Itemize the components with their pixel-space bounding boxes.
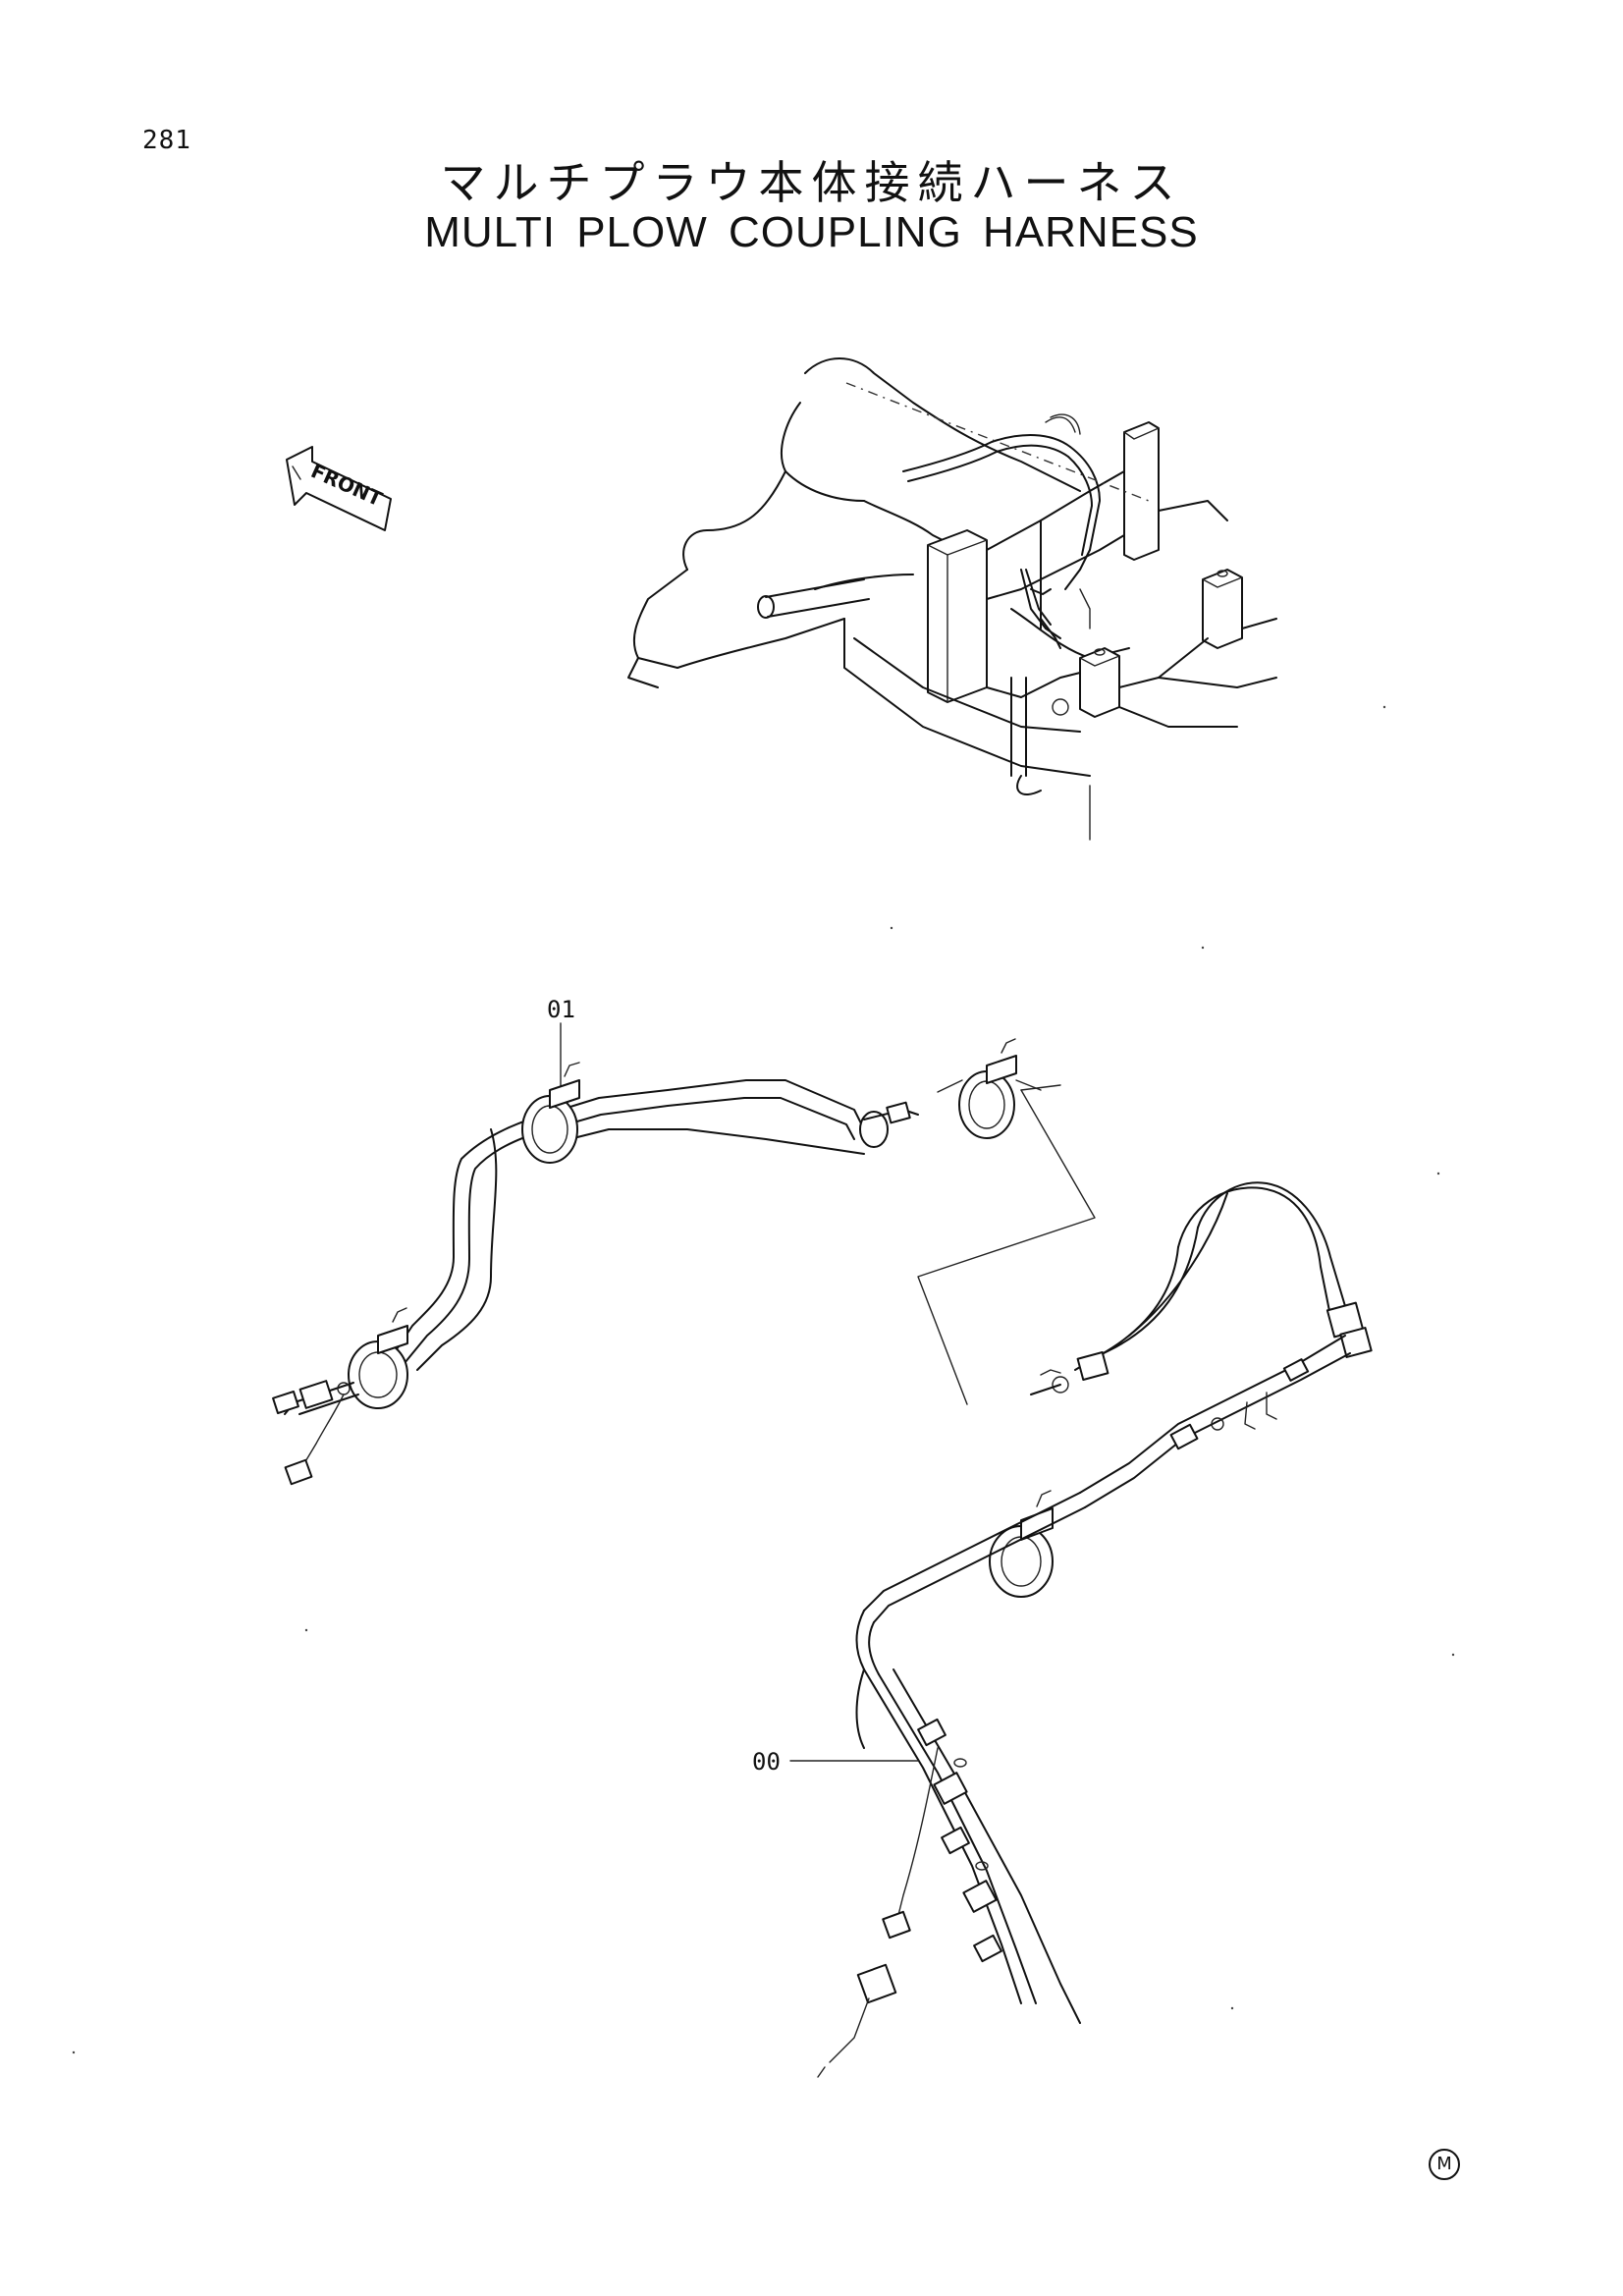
page-title-english: MULTI PLOW COUPLING HARNESS xyxy=(424,208,1199,256)
speck-marks xyxy=(72,705,1455,2054)
harness-assembly-right xyxy=(789,1181,1373,2078)
page-number: 281 xyxy=(142,126,191,155)
harness-assembly-left xyxy=(272,1022,1042,1486)
front-arrow-icon: FRONT xyxy=(286,446,392,531)
callout-01: 01 xyxy=(547,996,575,1023)
machine-frame-view xyxy=(627,357,1277,841)
page-title-japanese: マルチプラウ本体接続ハーネス xyxy=(440,156,1183,209)
circled-m-icon: M xyxy=(1429,2149,1460,2180)
callout-00: 00 xyxy=(752,1748,781,1776)
detail-frame xyxy=(917,1084,1096,1405)
